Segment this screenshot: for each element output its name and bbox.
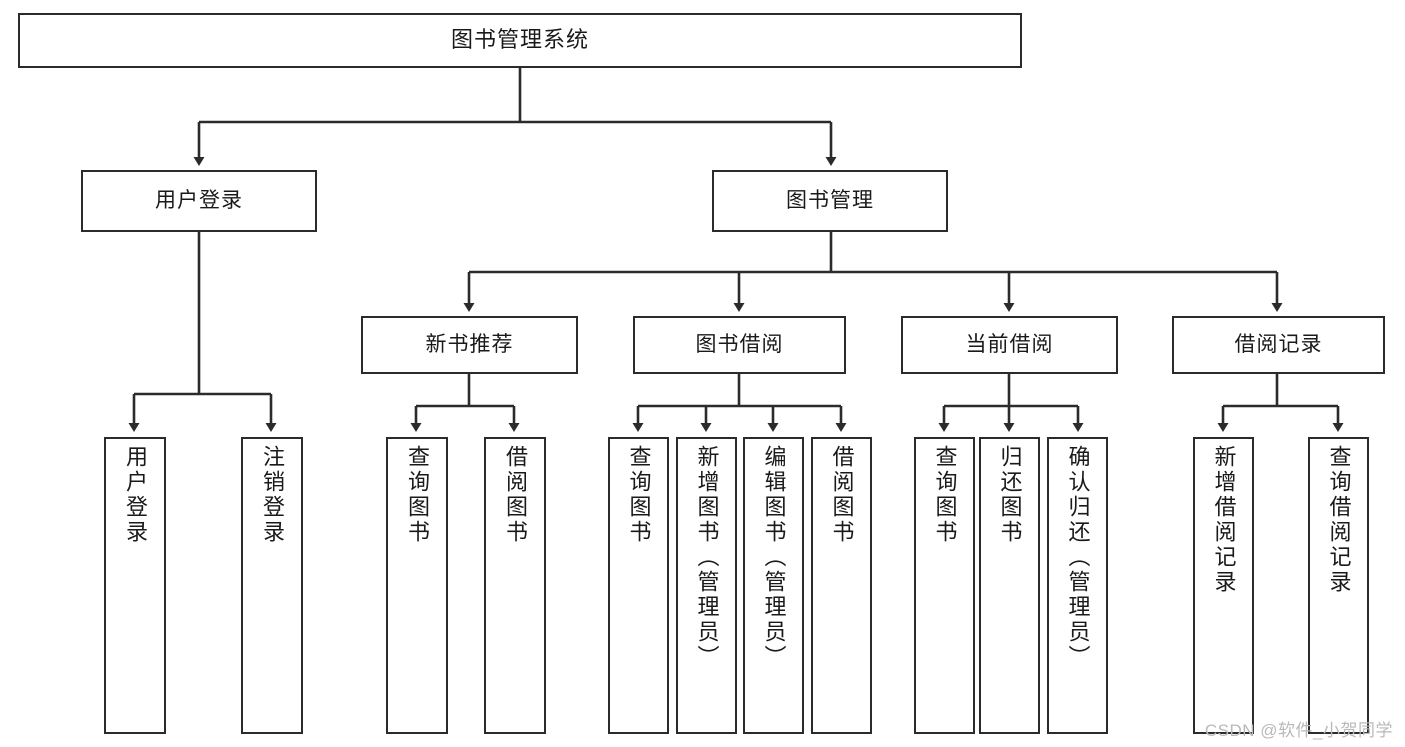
leaf-borrow-book[interactable]: 借阅图书 [811, 437, 872, 734]
leaf-confirm-return-admin[interactable]: 确认归还（管理员） [1047, 437, 1108, 734]
leaf-add-borrow-record[interactable]: 新增借阅记录 [1193, 437, 1254, 734]
node-book-management[interactable]: 图书管理 [712, 170, 948, 232]
node-label: 图书借阅 [695, 333, 784, 357]
node-label: 查询图书 [932, 445, 958, 545]
leaf-add-book-admin[interactable]: 新增图书（管理员） [676, 437, 737, 734]
node-current-borrow[interactable]: 当前借阅 [901, 316, 1118, 374]
leaf-logout[interactable]: 注销登录 [241, 437, 303, 734]
leaf-query-books-borrow[interactable]: 查询图书 [608, 437, 669, 734]
node-new-book-recommend[interactable]: 新书推荐 [361, 316, 578, 374]
node-label: 新增图书（管理员） [694, 445, 720, 670]
node-borrow-records[interactable]: 借阅记录 [1172, 316, 1385, 374]
node-label: 用户登录 [155, 189, 243, 213]
leaf-return-book[interactable]: 归还图书 [979, 437, 1040, 734]
node-label: 图书管理 [786, 189, 874, 213]
node-label: 图书管理系统 [450, 27, 589, 53]
node-label: 借阅图书 [829, 445, 855, 545]
node-label: 用户登录 [123, 445, 148, 545]
node-label: 借阅图书 [503, 445, 528, 545]
leaf-query-books-current[interactable]: 查询图书 [914, 437, 975, 734]
node-label: 查询图书 [626, 445, 652, 545]
leaf-borrow-books-recommend[interactable]: 借阅图书 [484, 437, 546, 734]
node-label: 新增借阅记录 [1211, 445, 1237, 595]
leaf-user-login[interactable]: 用户登录 [104, 437, 166, 734]
node-user-login[interactable]: 用户登录 [81, 170, 317, 232]
node-label: 借阅记录 [1234, 333, 1323, 357]
node-label: 查询图书 [405, 445, 430, 545]
node-label: 归还图书 [997, 445, 1023, 545]
node-label: 查询借阅记录 [1326, 445, 1352, 595]
node-root-system[interactable]: 图书管理系统 [18, 13, 1022, 68]
node-label: 注销登录 [260, 445, 285, 545]
node-book-borrow[interactable]: 图书借阅 [633, 316, 846, 374]
node-label: 编辑图书（管理员） [761, 445, 787, 670]
node-label: 确认归还（管理员） [1065, 445, 1091, 670]
leaf-query-borrow-record[interactable]: 查询借阅记录 [1308, 437, 1369, 734]
leaf-edit-book-admin[interactable]: 编辑图书（管理员） [743, 437, 804, 734]
leaf-query-books-recommend[interactable]: 查询图书 [386, 437, 448, 734]
watermark: CSDN @软件_小贺同学 [1204, 721, 1393, 740]
node-label: 新书推荐 [425, 333, 514, 357]
node-label: 当前借阅 [965, 333, 1054, 357]
